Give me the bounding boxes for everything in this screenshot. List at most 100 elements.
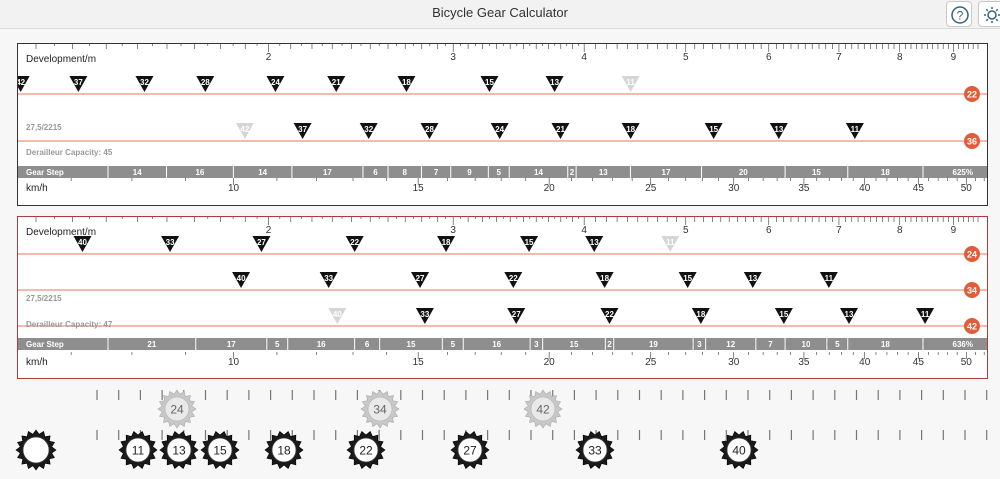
speed-tick-label: 15	[413, 357, 425, 368]
cassette-cog[interactable]: 18	[264, 430, 304, 470]
chainring-option-hub	[530, 396, 556, 422]
cog-marker[interactable]: 11	[621, 76, 640, 92]
cog-marker-shape	[691, 308, 710, 324]
cog-marker-shape	[743, 272, 762, 288]
cog-marker[interactable]: 11	[916, 308, 935, 324]
cog-marker[interactable]: 27	[252, 236, 271, 252]
cog-marker[interactable]: 18	[437, 236, 456, 252]
cog-marker[interactable]: 33	[319, 272, 338, 288]
cog-marker[interactable]: 21	[327, 76, 346, 92]
cog-marker-label: 28	[201, 78, 210, 87]
cog-marker[interactable]: 11	[661, 236, 680, 252]
chainring-badge[interactable]: 34	[964, 282, 980, 298]
cog-marker[interactable]: 13	[769, 123, 788, 139]
cog-marker-shape	[480, 76, 499, 92]
chainring-icon[interactable]	[15, 429, 57, 471]
chainring-option[interactable]: 24	[157, 389, 197, 429]
gear-step-value: 9	[467, 168, 472, 177]
derailleur-capacity: Derailleur Capacity: 45	[26, 148, 113, 157]
cog-marker[interactable]: 15	[520, 236, 539, 252]
cassette-cog[interactable]: 13	[159, 430, 199, 470]
cog-marker[interactable]: 24	[266, 76, 285, 92]
cog-marker[interactable]: 40	[73, 236, 92, 252]
cassette-cog[interactable]: 15	[200, 430, 240, 470]
cog-marker-shape	[769, 123, 788, 139]
cog-marker-shape	[504, 272, 523, 288]
cog-marker-label: 18	[696, 310, 705, 319]
cassette-cog[interactable]: 40	[719, 430, 759, 470]
cog-marker-label: 37	[74, 78, 83, 87]
cog-marker-label: 24	[495, 125, 504, 134]
gear-step-label: Gear Step	[26, 168, 64, 177]
chainring-badge[interactable]: 42	[964, 318, 980, 334]
cog-marker-label: 27	[512, 310, 521, 319]
help-button[interactable]: ?	[946, 1, 972, 27]
cog-marker-label: 11	[666, 238, 675, 247]
cog-marker[interactable]: 22	[600, 308, 619, 324]
cog-marker[interactable]: 15	[704, 123, 723, 139]
cassette-cog[interactable]: 11	[118, 430, 158, 470]
cog-marker[interactable]: 15	[774, 308, 793, 324]
cog-marker[interactable]: 21	[551, 123, 570, 139]
gear-step-value: 21	[147, 340, 156, 349]
cog-marker[interactable]: 42	[235, 123, 254, 139]
gear-step-value: 10	[802, 340, 811, 349]
dev-tick-label: 4	[581, 225, 587, 236]
cog-marker[interactable]: 11	[819, 272, 838, 288]
cog-marker[interactable]: 18	[397, 76, 416, 92]
app-title: Bicycle Gear Calculator	[432, 5, 568, 20]
cog-marker[interactable]: 33	[161, 236, 180, 252]
cog-marker[interactable]: 27	[507, 308, 526, 324]
cog-marker[interactable]: 18	[595, 272, 614, 288]
cog-marker[interactable]: 18	[691, 308, 710, 324]
cog-marker[interactable]: 37	[69, 76, 88, 92]
gear-step-value: 18	[881, 340, 890, 349]
cog-marker[interactable]: 13	[545, 76, 564, 92]
cassette-cog-label: 40	[732, 444, 746, 458]
chainring-badge[interactable]: 22	[964, 86, 980, 102]
dev-tick-label: 2	[266, 225, 272, 236]
chainring-badge[interactable]: 24	[964, 246, 980, 262]
cog-marker[interactable]: 13	[840, 308, 859, 324]
dev-tick-label: 4	[581, 52, 587, 63]
cog-marker-label: 27	[416, 274, 425, 283]
cog-marker-label: 11	[851, 125, 860, 134]
cog-marker[interactable]: 11	[845, 123, 864, 139]
cassette-cog[interactable]: 33	[575, 430, 615, 470]
cog-marker[interactable]: 28	[196, 76, 215, 92]
cog-marker-shape	[359, 123, 378, 139]
cog-marker[interactable]: 15	[480, 76, 499, 92]
cog-marker[interactable]: 13	[743, 272, 762, 288]
cog-marker-shape	[774, 308, 793, 324]
cog-marker[interactable]: 32	[135, 76, 154, 92]
cog-marker[interactable]: 40	[232, 272, 251, 288]
cog-marker[interactable]: 32	[359, 123, 378, 139]
cassette-cog[interactable]: 22	[346, 430, 386, 470]
chainring-option[interactable]: 42	[523, 389, 563, 429]
cog-marker-label: 21	[556, 125, 565, 134]
settings-button[interactable]	[978, 1, 1000, 27]
cog-marker[interactable]: 33	[415, 308, 434, 324]
cog-marker[interactable]: 27	[411, 272, 430, 288]
cog-marker[interactable]: 37	[293, 123, 312, 139]
chainring-badge[interactable]: 36	[964, 133, 980, 149]
chainring-option[interactable]: 34	[360, 389, 400, 429]
cog-marker[interactable]: 22	[345, 236, 364, 252]
gear-icon	[984, 7, 1000, 23]
cog-marker[interactable]: 22	[504, 272, 523, 288]
speed-tick-label: 25	[645, 357, 657, 368]
cog-marker[interactable]: 15	[678, 272, 697, 288]
cog-marker[interactable]: 13	[585, 236, 604, 252]
cog-marker[interactable]: 42	[18, 76, 30, 92]
chainring-badge-label: 22	[967, 90, 977, 100]
cog-marker[interactable]: 40	[328, 308, 347, 324]
cog-marker[interactable]: 24	[490, 123, 509, 139]
gear-chart-panel-1[interactable]: 23456789Development/m4237322824211815131…	[17, 43, 988, 206]
cog-marker[interactable]: 18	[621, 123, 640, 139]
cog-marker-shape	[621, 76, 640, 92]
cog-marker-label: 28	[425, 125, 434, 134]
cog-marker[interactable]: 28	[420, 123, 439, 139]
cassette-cog[interactable]: 27	[450, 430, 490, 470]
